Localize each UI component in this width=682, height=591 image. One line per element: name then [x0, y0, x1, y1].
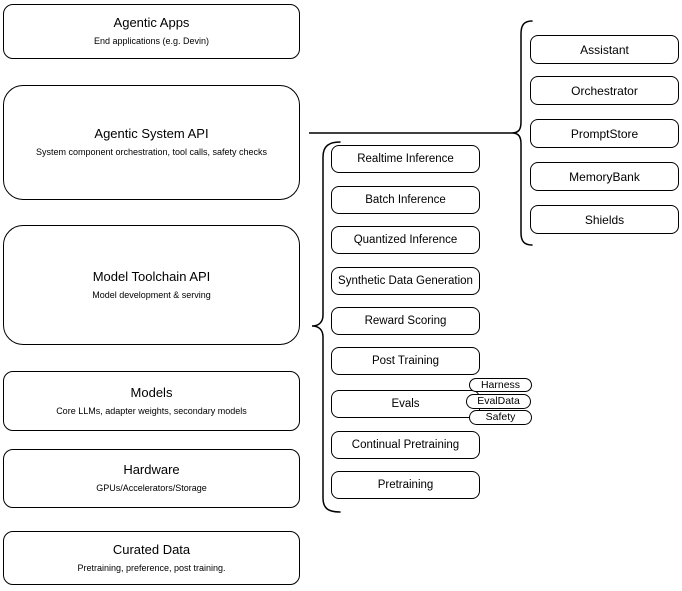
node-orchestrator[interactable]: Orchestrator: [530, 76, 679, 105]
node-title: Model Toolchain API: [92, 268, 211, 284]
tag-label: Safety: [485, 411, 516, 424]
node-promptstore[interactable]: PromptStore: [530, 119, 679, 148]
node-subtitle: Core LLMs, adapter weights, secondary mo…: [56, 405, 247, 416]
node-title: Curated Data: [112, 541, 191, 557]
node-shields[interactable]: Shields: [530, 205, 679, 234]
node-label: Evals: [391, 398, 420, 410]
node-title: Hardware: [123, 462, 180, 478]
node-label: Orchestrator: [571, 83, 638, 98]
node-label: Reward Scoring: [364, 315, 447, 327]
node-continual-pretraining[interactable]: Continual Pretraining: [331, 431, 480, 459]
node-subtitle: End applications (e.g. Devin): [93, 36, 210, 47]
node-quantized-inference[interactable]: Quantized Inference: [331, 226, 480, 254]
node-label: Batch Inference: [365, 194, 446, 206]
node-agentic-system-api[interactable]: Agentic System API System component orch…: [3, 85, 300, 200]
tag-evaldata[interactable]: EvalData: [466, 394, 531, 409]
brace-system-components: [511, 20, 533, 246]
node-agentic-apps[interactable]: Agentic Apps End applications (e.g. Devi…: [3, 4, 300, 59]
node-hardware[interactable]: Hardware GPUs/Accelerators/Storage: [3, 449, 300, 508]
node-label: Pretraining: [377, 479, 434, 491]
node-model-toolchain-api[interactable]: Model Toolchain API Model development & …: [3, 225, 300, 345]
node-realtime-inference[interactable]: Realtime Inference: [331, 145, 480, 173]
node-label: Post Training: [371, 355, 440, 367]
node-label: PromptStore: [570, 126, 639, 141]
node-subtitle: GPUs/Accelerators/Storage: [96, 483, 207, 494]
node-title: Agentic System API: [94, 126, 209, 142]
node-post-training[interactable]: Post Training: [331, 347, 480, 375]
node-label: Assistant: [580, 42, 629, 57]
node-subtitle: Pretraining, preference, post training.: [77, 562, 226, 573]
node-title: Agentic Apps: [113, 15, 190, 31]
node-label: Realtime Inference: [357, 153, 454, 165]
node-label: Synthetic Data Generation: [338, 275, 473, 287]
node-assistant[interactable]: Assistant: [530, 35, 679, 64]
node-label: MemoryBank: [569, 169, 640, 184]
node-synthetic-data-generation[interactable]: Synthetic Data Generation: [331, 267, 480, 295]
node-label: Quantized Inference: [353, 234, 458, 246]
tag-safety[interactable]: Safety: [469, 410, 532, 425]
tag-harness[interactable]: Harness: [469, 378, 532, 392]
node-pretraining[interactable]: Pretraining: [331, 471, 480, 499]
node-batch-inference[interactable]: Batch Inference: [331, 186, 480, 214]
brace-toolchain-components: [311, 141, 341, 513]
node-models[interactable]: Models Core LLMs, adapter weights, secon…: [3, 371, 300, 431]
node-label: Continual Pretraining: [351, 439, 460, 451]
node-label: Shields: [584, 212, 625, 227]
tag-label: Harness: [480, 378, 521, 391]
node-curated-data[interactable]: Curated Data Pretraining, preference, po…: [3, 531, 300, 585]
node-reward-scoring[interactable]: Reward Scoring: [331, 307, 480, 335]
tag-label: EvalData: [477, 395, 520, 408]
node-subtitle: System component orchestration, tool cal…: [35, 147, 268, 158]
node-title: Models: [130, 384, 173, 400]
node-subtitle: Model development & serving: [92, 289, 211, 300]
node-memorybank[interactable]: MemoryBank: [530, 162, 679, 191]
node-evals[interactable]: Evals: [331, 390, 480, 418]
